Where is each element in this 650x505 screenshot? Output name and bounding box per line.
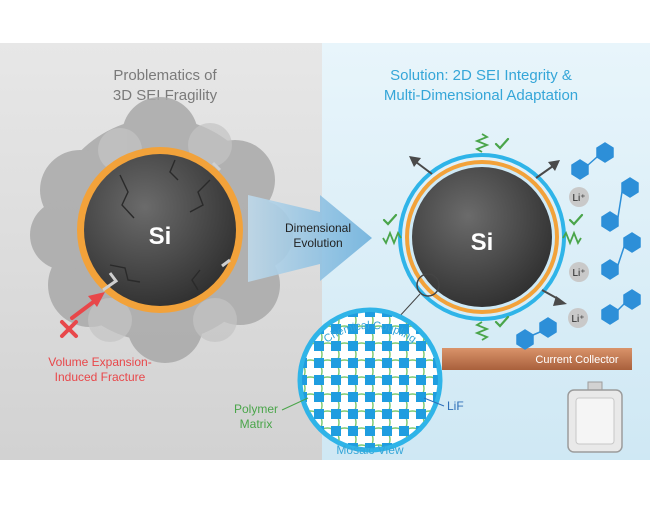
lif-crystal	[314, 392, 324, 402]
lif-crystal	[365, 358, 375, 368]
right-title-line1: Solution: 2D SEI Integrity &	[390, 67, 572, 84]
lif-crystal	[399, 358, 409, 368]
molecule-chains	[516, 142, 641, 350]
lif-crystal	[365, 426, 375, 436]
lif-crystal	[382, 375, 392, 385]
li-ion-3: Li⁺	[568, 308, 588, 328]
lif-crystal	[365, 392, 375, 402]
check-icon	[382, 137, 584, 328]
spring-icon	[382, 133, 582, 341]
lif-crystal	[416, 358, 426, 368]
lif-crystal	[399, 324, 409, 334]
polymer-label-line2: Matrix	[240, 417, 273, 431]
lif-crystal	[314, 409, 324, 419]
lif-crystal	[399, 426, 409, 436]
lif-crystal	[382, 426, 392, 436]
expansion-arrows	[409, 156, 567, 306]
lif-crystal	[302, 358, 307, 368]
right-si-label: Si	[471, 229, 494, 256]
lif-crystal	[348, 409, 358, 419]
fracture-label-line1: Volume Expansion-	[48, 355, 151, 369]
lif-crystal	[331, 426, 341, 436]
li-ion-1: Li⁺	[569, 187, 589, 207]
lif-crystal	[348, 443, 358, 448]
lif-crystal	[348, 324, 358, 334]
lif-label: LiF	[447, 399, 464, 413]
lif-crystal	[382, 312, 392, 317]
lif-crystal	[331, 358, 341, 368]
fracture-label-line2: Induced Fracture	[55, 370, 146, 384]
fracture-arrow	[70, 292, 105, 320]
svg-text:Li⁺: Li⁺	[572, 193, 585, 204]
fracture-x-icon	[60, 320, 78, 338]
lif-crystal	[399, 341, 409, 351]
lif-crystal	[365, 341, 375, 351]
lif-crystal	[365, 375, 375, 385]
lif-crystal	[331, 341, 341, 351]
lif-crystal	[348, 392, 358, 402]
lif-crystal	[399, 409, 409, 419]
transition-label-line2: Evolution	[293, 236, 342, 250]
lif-crystal	[314, 375, 324, 385]
lif-crystal	[302, 392, 307, 402]
lif-crystal	[348, 426, 358, 436]
lif-crystal	[314, 341, 324, 351]
lif-crystal	[348, 341, 358, 351]
battery-icon	[567, 381, 623, 453]
lif-crystal	[416, 392, 426, 402]
zoom-indicator	[416, 273, 440, 297]
lif-crystal	[382, 443, 392, 448]
lif-crystal	[348, 375, 358, 385]
mosaic-grid	[302, 312, 438, 448]
lif-crystal	[382, 324, 392, 334]
lif-crystal	[331, 409, 341, 419]
cracks	[109, 159, 211, 291]
lif-crystal	[416, 341, 426, 351]
lif-crystal	[433, 358, 438, 368]
mosaic-view-label: Mosaic View	[336, 443, 403, 457]
lif-crystal	[348, 358, 358, 368]
lif-crystal	[416, 375, 426, 385]
lif-crystal	[399, 375, 409, 385]
lif-crystal	[382, 358, 392, 368]
lif-crystal	[365, 312, 375, 317]
lif-crystal	[331, 324, 341, 334]
lif-crystal	[348, 312, 358, 317]
lif-crystal	[331, 392, 341, 402]
lif-crystal	[314, 358, 324, 368]
lif-crystal	[382, 341, 392, 351]
lif-crystal	[302, 375, 307, 385]
current-collector	[442, 348, 632, 370]
lif-crystal	[433, 392, 438, 402]
lif-crystal	[433, 375, 438, 385]
left-si-label: Si	[149, 223, 172, 250]
right-si-core	[412, 167, 552, 307]
svg-text:Li⁺: Li⁺	[572, 268, 585, 279]
li-ion-2: Li⁺	[569, 262, 589, 282]
left-title-line2: 3D SEI Fragility	[113, 87, 218, 104]
lif-crystal	[382, 409, 392, 419]
lif-crystal	[365, 324, 375, 334]
lif-crystal	[365, 443, 375, 448]
dimensional-evolution-arrow	[248, 195, 372, 282]
lif-crystal	[382, 392, 392, 402]
svg-text:Li⁺: Li⁺	[571, 314, 584, 325]
lif-crystal	[416, 409, 426, 419]
polymer-label-line1: Polymer	[234, 402, 278, 416]
lif-crystal	[399, 392, 409, 402]
left-title-line1: Problematics of	[113, 67, 217, 84]
lif-crystal	[331, 375, 341, 385]
lif-crystal	[365, 409, 375, 419]
transition-label-line1: Dimensional	[285, 221, 351, 235]
right-title-line2: Multi-Dimensional Adaptation	[384, 87, 578, 104]
current-collector-label: Current Collector	[535, 354, 618, 366]
